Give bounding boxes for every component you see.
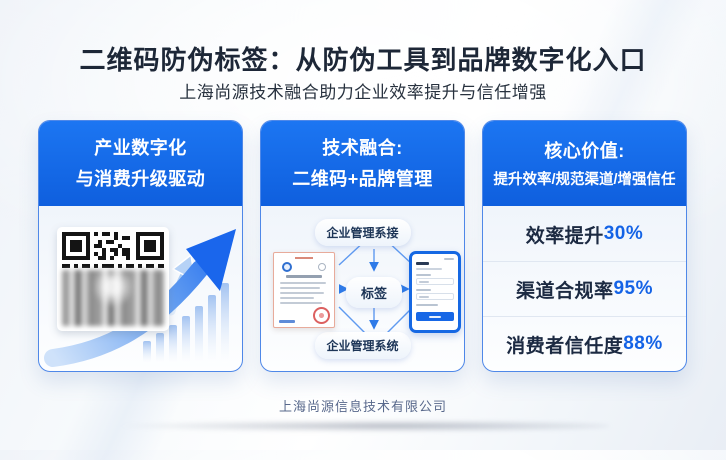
certificate-emblem-icon [282, 262, 292, 272]
stat-label: 效率提升 [525, 225, 604, 247]
phone-form-icon [409, 251, 461, 333]
flow-node-label: 标签 [345, 277, 403, 308]
card-tech-body: 企业管理系接 标签 企业管理系统 [261, 207, 464, 371]
certificate-emblem-icon [318, 263, 326, 271]
card-industry-header-line1: 产业数字化 [94, 138, 187, 158]
growth-arrow-icon [44, 229, 236, 367]
phone-input-field [416, 293, 454, 300]
card-industry-digitalization: 产业数字化 与消费升级驱动 [38, 120, 243, 372]
flow-node-bottom: 企业管理系统 [314, 332, 411, 359]
page-title: 二维码防伪标签：从防伪工具到品牌数字化入口 [79, 45, 647, 75]
card-industry-header: 产业数字化 与消费升级驱动 [39, 121, 242, 206]
card-tech-fusion: 技术融合: 二维码+品牌管理 [260, 120, 465, 372]
card-industry-body [39, 207, 242, 371]
page-subtitle: 上海尚源技术融合助力企业效率提升与信任增强 [179, 83, 547, 102]
bar-chart-icon [143, 283, 229, 363]
flow-node-top: 企业管理系接 [314, 219, 411, 246]
card-value-header: 核心价值: 提升效率/规范渠道/增强信任 [483, 121, 686, 206]
stat-label: 渠道合规率 [515, 280, 614, 302]
card-tech-header-line1: 技术融合: [322, 138, 403, 158]
stat-value: 88% [623, 333, 663, 354]
qr-code-icon [57, 227, 169, 331]
card-tech-header: 技术融合: 二维码+品牌管理 [261, 121, 464, 206]
qr-blurred-area [62, 270, 164, 326]
main-arrow-icon [44, 229, 236, 367]
phone-input-field [416, 278, 454, 285]
card-value-header-line2: 提升效率/规范渠道/增强信任 [493, 171, 676, 188]
company-footer: 上海尚源信息技术有限公司 [278, 399, 447, 414]
certificate-icon [273, 252, 335, 328]
stat-value: 95% [613, 278, 654, 299]
cards-row: 产业数字化 与消费升级驱动 [38, 120, 687, 372]
card-value-header-line1: 核心价值: [544, 140, 625, 161]
card-industry-header-line2: 与消费升级驱动 [75, 169, 206, 189]
card-tech-header-line2: 二维码+品牌管理 [292, 169, 433, 189]
stat-value: 30% [603, 223, 644, 244]
stat-label: 消费者信任度 [506, 335, 624, 357]
ground-shadow [120, 420, 610, 432]
red-seal-icon [313, 307, 330, 324]
phone-submit-button [416, 312, 454, 321]
